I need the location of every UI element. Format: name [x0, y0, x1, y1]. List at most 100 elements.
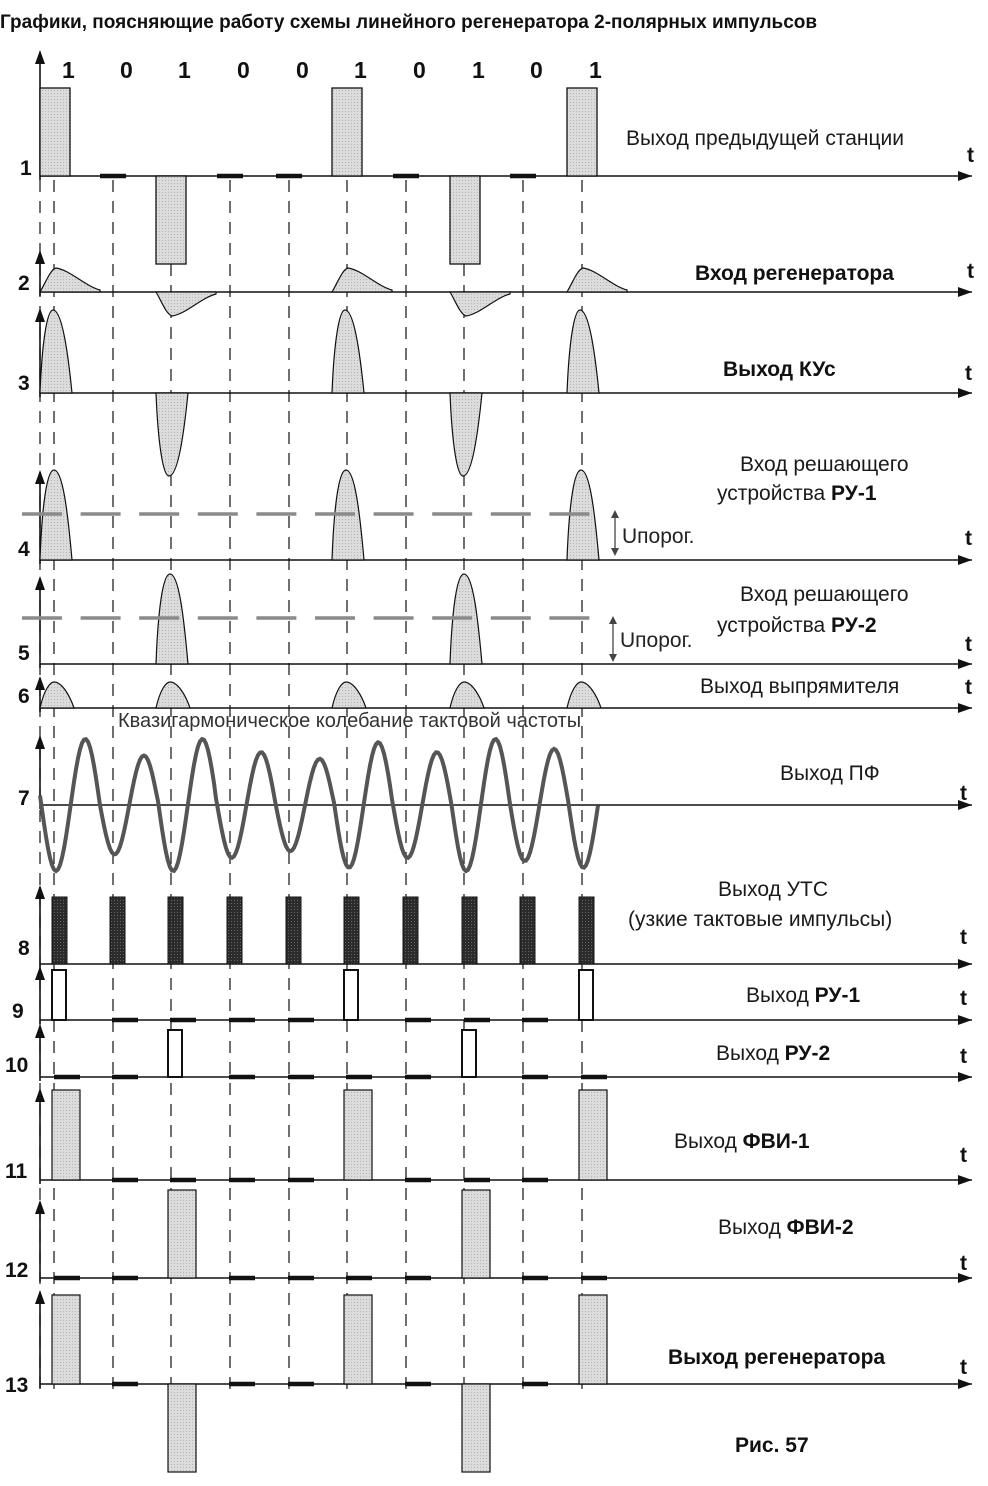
row-label-8-line1: Выход УТС — [718, 878, 828, 901]
row-number-6: 6 — [18, 685, 30, 708]
row-label-4-line2: устройства РУ-1 — [717, 482, 877, 505]
axis-vert-arrow-5 — [35, 576, 45, 590]
axis-vert-arrow-1 — [35, 50, 45, 64]
row-label-3: Выход КУс — [723, 358, 836, 381]
r6-pulse-10 — [566, 681, 602, 709]
axis-t-12: t — [960, 1252, 967, 1275]
r2-pulse-3 — [154, 291, 217, 317]
bit-label-5: 0 — [296, 57, 309, 83]
r13-pulse-pos-6 — [343, 1294, 373, 1385]
r3-pulse-1 — [39, 309, 73, 394]
r3-pulse-6 — [331, 309, 365, 394]
row-number-12: 12 — [5, 1259, 28, 1282]
row-label-2: Вход регенератора — [695, 262, 894, 285]
row-number-8: 8 — [18, 937, 30, 960]
signals-layer — [22, 87, 628, 1473]
axis-t-8: t — [960, 926, 967, 949]
row-label-8-line2: (узкие тактовые импульсы) — [628, 908, 892, 931]
r3-pulse-8 — [449, 392, 483, 477]
axis-t-6: t — [965, 676, 972, 699]
r8-clock-10 — [578, 896, 595, 965]
row-label-5-line1: Вход решающего — [740, 583, 909, 606]
axis-vert-arrow-10 — [35, 1024, 45, 1038]
axis-arrow-3 — [958, 388, 972, 398]
r10-pulse-8 — [461, 1029, 477, 1078]
r11-pulse-10 — [578, 1089, 608, 1181]
row-label-1: Выход предыдущей станции — [626, 127, 904, 150]
row-label-9: Выход РУ-1 — [746, 984, 860, 1007]
row-label-12-plain: Выход — [718, 1216, 787, 1239]
axis-vert-arrow-2 — [35, 250, 45, 264]
row-label-10: Выход РУ-2 — [716, 1042, 830, 1065]
row-number-2: 2 — [18, 272, 30, 295]
r2-pulse-6 — [330, 267, 393, 293]
axis-t-2: t — [967, 260, 974, 283]
quasi-harmonic-label: Квазигармоническое колебание тактовой ча… — [118, 710, 581, 732]
threshold-marker-5: Uпорог. — [609, 616, 693, 662]
r8-clock-9 — [519, 896, 536, 965]
bit-label-7: 0 — [413, 57, 426, 83]
r8-clock-2 — [109, 896, 126, 965]
axis-vert-arrow-12 — [35, 1200, 45, 1214]
axis-vert-arrow-13 — [35, 1290, 45, 1304]
r6-pulse-1 — [39, 681, 75, 709]
row-label-10-plain: Выход — [716, 1042, 785, 1065]
row-label-4-line1: Вход решающего — [740, 453, 909, 476]
r11-pulse-1 — [51, 1089, 81, 1181]
r13-pulse-pos-1 — [51, 1294, 81, 1385]
r8-clock-4 — [226, 896, 243, 965]
axis-vert-arrow-7 — [35, 735, 45, 749]
axis-t-11: t — [960, 1144, 967, 1167]
axis-arrow-2 — [958, 287, 972, 297]
bit-label-3: 1 — [178, 57, 191, 83]
r3-pulse-10 — [566, 309, 600, 394]
bit-label-1: 1 — [62, 57, 75, 83]
r2-pulse-8 — [448, 291, 511, 317]
row-label-10-bold: РУ-2 — [785, 1042, 830, 1065]
axis-arrow-6 — [958, 703, 972, 713]
r13-pulse-neg-3 — [167, 1383, 197, 1473]
r2-pulse-10 — [565, 267, 628, 293]
row-label-9-plain: Выход — [746, 984, 815, 1007]
row-number-5: 5 — [18, 642, 30, 665]
axis-arrow-1 — [958, 171, 972, 181]
axis-arrow-8 — [958, 959, 972, 969]
row-label-11-plain: Выход — [674, 1130, 743, 1153]
row-label-11: Выход ФВИ-1 — [674, 1130, 810, 1153]
row-number-1: 1 — [20, 157, 32, 180]
row-number-4: 4 — [18, 538, 30, 561]
row-label-5-bold: РУ-2 — [831, 614, 876, 637]
threshold-label-5: Uпорог. — [620, 629, 693, 652]
row-label-11-bold: ФВИ-1 — [743, 1130, 810, 1153]
r3-pulse-3 — [155, 392, 189, 477]
r2-pulse-1 — [38, 267, 101, 293]
row-number-3: 3 — [18, 372, 30, 395]
axis-t-5: t — [965, 633, 972, 656]
axis-vert-arrow-8 — [35, 885, 45, 899]
row-number-10: 10 — [5, 1054, 28, 1077]
axis-vert-arrow-6 — [35, 676, 45, 690]
axis-t-7: t — [960, 782, 967, 805]
axis-t-1: t — [967, 144, 974, 167]
axis-arrow-13 — [958, 1379, 972, 1389]
row-number-9: 9 — [12, 1000, 24, 1023]
r8-clock-3 — [167, 896, 184, 965]
r6-pulse-6 — [331, 681, 367, 709]
row-number-13: 13 — [5, 1374, 28, 1397]
bit-label-8: 1 — [472, 57, 485, 83]
figure-label: Рис. 57 — [735, 1434, 809, 1457]
clock-dash-lines — [39, 180, 583, 1390]
r8-clock-1 — [51, 896, 68, 965]
r8-clock-6 — [343, 896, 360, 965]
threshold-label-4: Uпорог. — [622, 525, 695, 548]
row-label-7: Выход ПФ — [780, 762, 880, 785]
r12-pulse-3 — [167, 1189, 197, 1279]
axis-t-10: t — [960, 1045, 967, 1068]
r1-pulse-neg-8 — [449, 175, 481, 265]
axis-t-13: t — [960, 1356, 967, 1379]
row-number-7: 7 — [18, 787, 30, 810]
diagram-title: Графики, поясняющие работу схемы линейно… — [0, 12, 817, 33]
r1-pulse-pos-1 — [39, 87, 71, 177]
